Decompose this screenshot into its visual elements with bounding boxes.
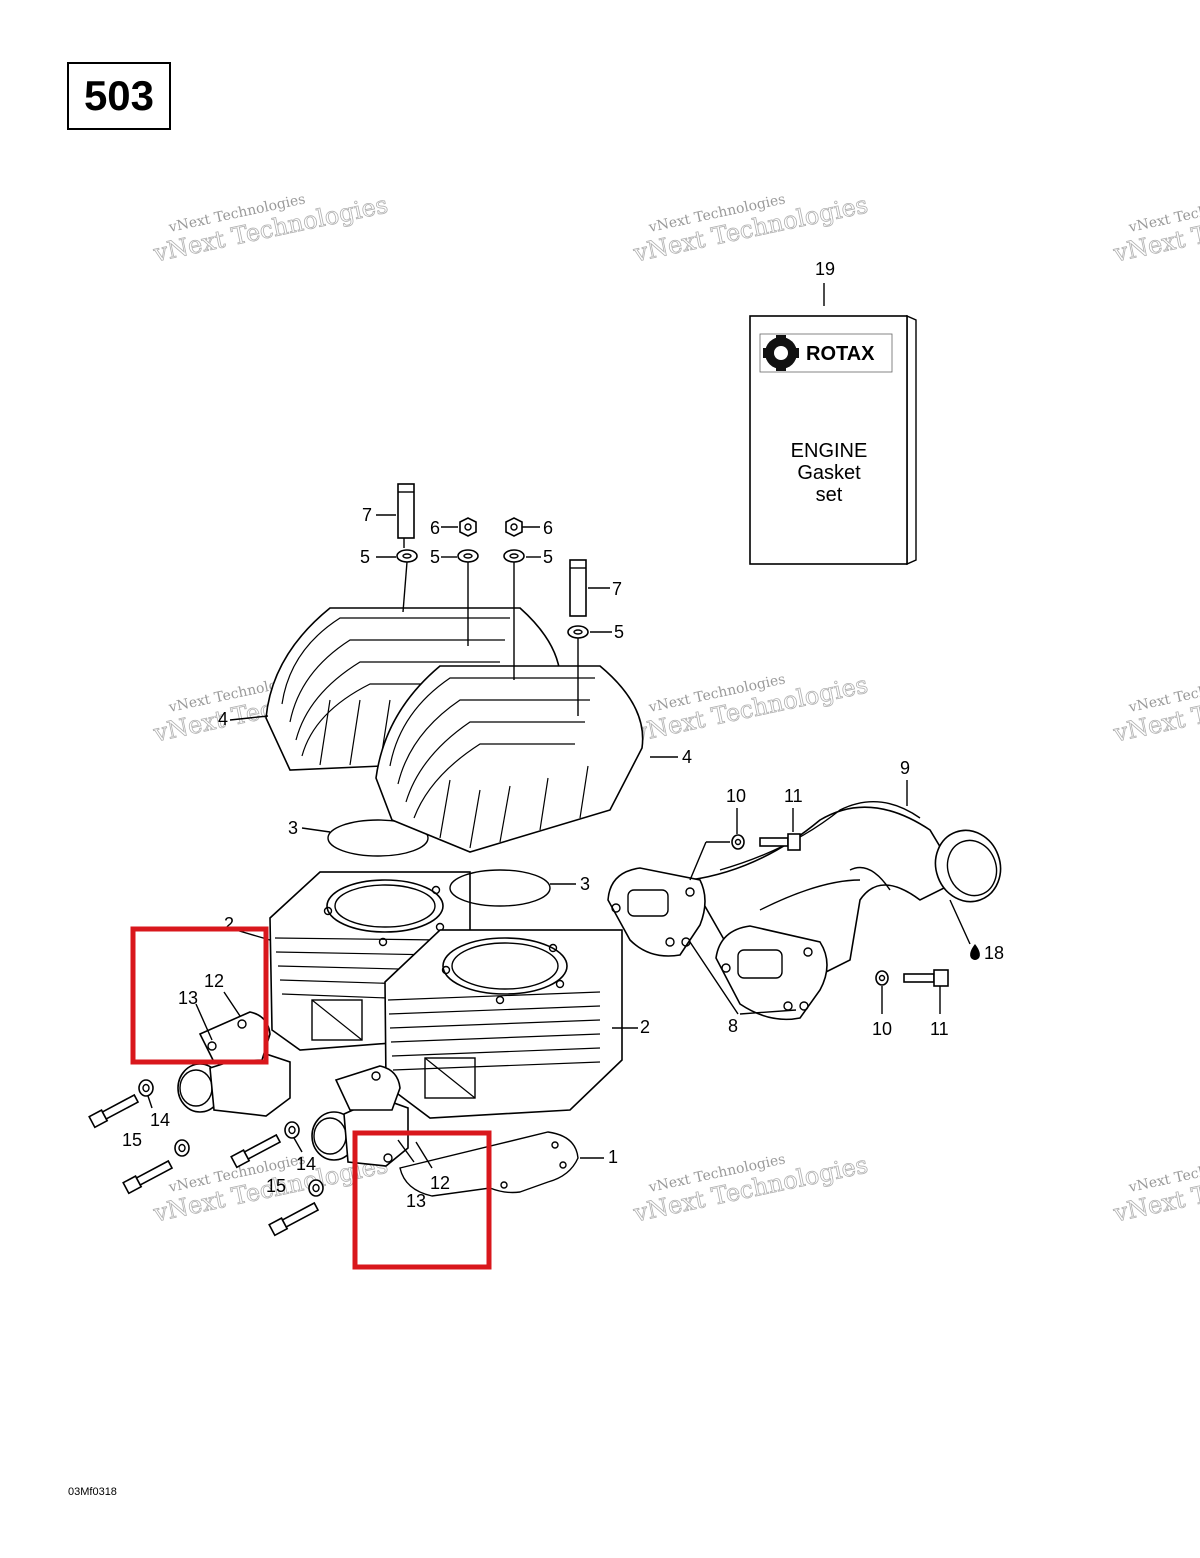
booklet-title-line1: ENGINE	[791, 440, 868, 462]
drop-18	[970, 944, 980, 960]
watermark: vNext Technologies vNext Technologies	[150, 190, 391, 268]
callout-7: 7	[612, 579, 622, 599]
callout-12: 12	[204, 971, 224, 991]
washer	[457, 549, 479, 563]
watermark: vNext Technologies vNext Technologies	[630, 670, 871, 748]
callout-4: 4	[218, 709, 228, 729]
booklet-brand: ROTAX	[806, 343, 875, 365]
callout-2: 2	[640, 1017, 650, 1037]
highlight-box-right	[352, 1130, 492, 1270]
washer-14	[284, 1121, 300, 1139]
callout-8: 8	[728, 1016, 738, 1036]
washer	[396, 549, 418, 563]
callout-4: 4	[682, 747, 692, 767]
washer-14	[308, 1179, 324, 1197]
bolt-15	[122, 1159, 174, 1195]
callout-11: 11	[784, 786, 803, 806]
washer	[503, 549, 525, 563]
cylinder-head-right	[375, 665, 644, 853]
washer-hole	[573, 629, 583, 635]
callout-10: 10	[726, 786, 746, 806]
washer	[567, 625, 589, 639]
callout-7: 7	[362, 505, 372, 525]
callout-13: 13	[406, 1191, 426, 1211]
washer-hole	[288, 1125, 296, 1135]
page-number: 503	[83, 72, 155, 119]
callout-19: 19	[815, 259, 835, 279]
callout-2: 2	[224, 914, 234, 934]
cylinder-right	[384, 929, 623, 1119]
callout-3: 3	[288, 818, 298, 838]
callout-3: 3	[580, 874, 590, 894]
bolt-11-lower	[903, 969, 949, 987]
callout-15: 15	[122, 1130, 142, 1150]
bolt-11-upper	[759, 833, 801, 851]
o-ring-left	[327, 819, 429, 857]
bolt-15	[230, 1133, 282, 1169]
callout-11: 11	[930, 1019, 949, 1039]
cylinder-base-gasket	[399, 1131, 579, 1197]
intake-manifold-left	[177, 1011, 291, 1117]
washer-hole	[509, 553, 519, 559]
booklet-spine	[906, 314, 917, 566]
callout-1: 1	[608, 1147, 618, 1167]
callout-14: 14	[150, 1110, 170, 1130]
callout-5: 5	[430, 547, 440, 567]
gear-icon	[763, 335, 799, 371]
washer-14	[174, 1139, 190, 1157]
callout-5: 5	[543, 547, 553, 567]
watermark: vNext Technologies vNext Technologies	[630, 1150, 871, 1228]
nut-10-lower	[875, 970, 889, 986]
callout-6: 6	[430, 518, 440, 538]
nut-b	[505, 517, 523, 537]
exhaust-gasket-lower	[715, 925, 828, 1021]
bolt-15	[268, 1201, 320, 1237]
washer-hole	[402, 553, 412, 559]
washer-hole	[178, 1143, 186, 1153]
callout-5: 5	[360, 547, 370, 567]
callout-labels: 19 7 6 6 5 5 5 7 5 4 4 9 10 11 3 3 2 18 …	[122, 259, 1004, 1211]
watermark: vNext Technologies vNext Technologies	[630, 190, 871, 268]
washer-hole	[463, 553, 473, 559]
booklet-title-line3: set	[816, 484, 843, 506]
callout-14: 14	[296, 1154, 316, 1174]
callout-12: 12	[430, 1173, 450, 1193]
page-number-box: 503	[67, 62, 171, 130]
callout-10: 10	[872, 1019, 892, 1039]
callout-18: 18	[984, 943, 1004, 963]
callout-15: 15	[266, 1176, 286, 1196]
callout-9: 9	[900, 758, 910, 778]
callout-6: 6	[543, 518, 553, 538]
leader-line	[402, 561, 408, 613]
washer-hole	[142, 1083, 150, 1093]
stud-left	[397, 483, 415, 548]
highlight-box-left	[130, 926, 269, 1065]
watermark: vNext Technologies vNext Technologies	[1110, 190, 1200, 268]
washer-hole	[312, 1183, 320, 1193]
o-ring-right	[449, 869, 551, 907]
washer-14	[138, 1079, 154, 1097]
watermark: vNext Technologies vNext Technologies	[1110, 1150, 1200, 1228]
nut-a	[459, 517, 477, 537]
leader-line	[949, 899, 971, 945]
figure-code: 03Mf0318	[68, 1486, 117, 1498]
nut-10-upper	[731, 834, 745, 850]
watermark: vNext Technologies vNext Technologies	[1110, 670, 1200, 748]
booklet-title-line2: Gasket	[797, 462, 861, 484]
stud-right	[569, 559, 587, 617]
callout-5: 5	[614, 622, 624, 642]
gasket-set-booklet: ROTAX ENGINE Gasket set	[749, 283, 917, 566]
intake-manifold-right	[311, 1065, 409, 1167]
callout-13: 13	[178, 988, 198, 1008]
bolt-15	[88, 1093, 140, 1129]
exhaust-gasket-upper	[607, 867, 706, 957]
